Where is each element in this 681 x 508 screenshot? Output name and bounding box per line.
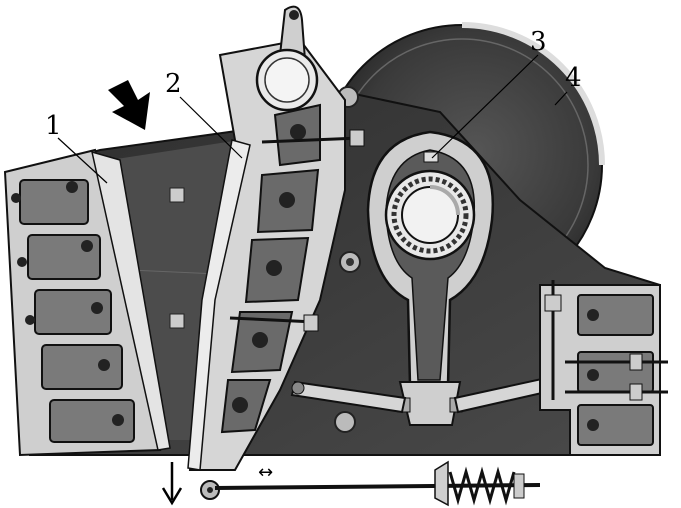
- label-swing-jaw: 2: [165, 69, 182, 99]
- swing-jaw: [187, 5, 365, 500]
- label-flywheel: 4: [565, 63, 582, 93]
- label-fixed-jaw: 1: [45, 111, 62, 141]
- pitman: [366, 130, 495, 426]
- part-labels: 1 2 3 4: [45, 27, 582, 184]
- label-eccentric-shaft: 3: [530, 27, 547, 57]
- adjustment-arrow-icon: ↔: [258, 462, 273, 483]
- adjusting-block: [539, 280, 668, 456]
- fixed-jaw: [3, 148, 171, 457]
- down-arrow-icon: [161, 462, 183, 506]
- feed-arrow-icon: [108, 80, 150, 130]
- tension-spring: [448, 466, 516, 506]
- tension-rod-assembly: [214, 460, 541, 507]
